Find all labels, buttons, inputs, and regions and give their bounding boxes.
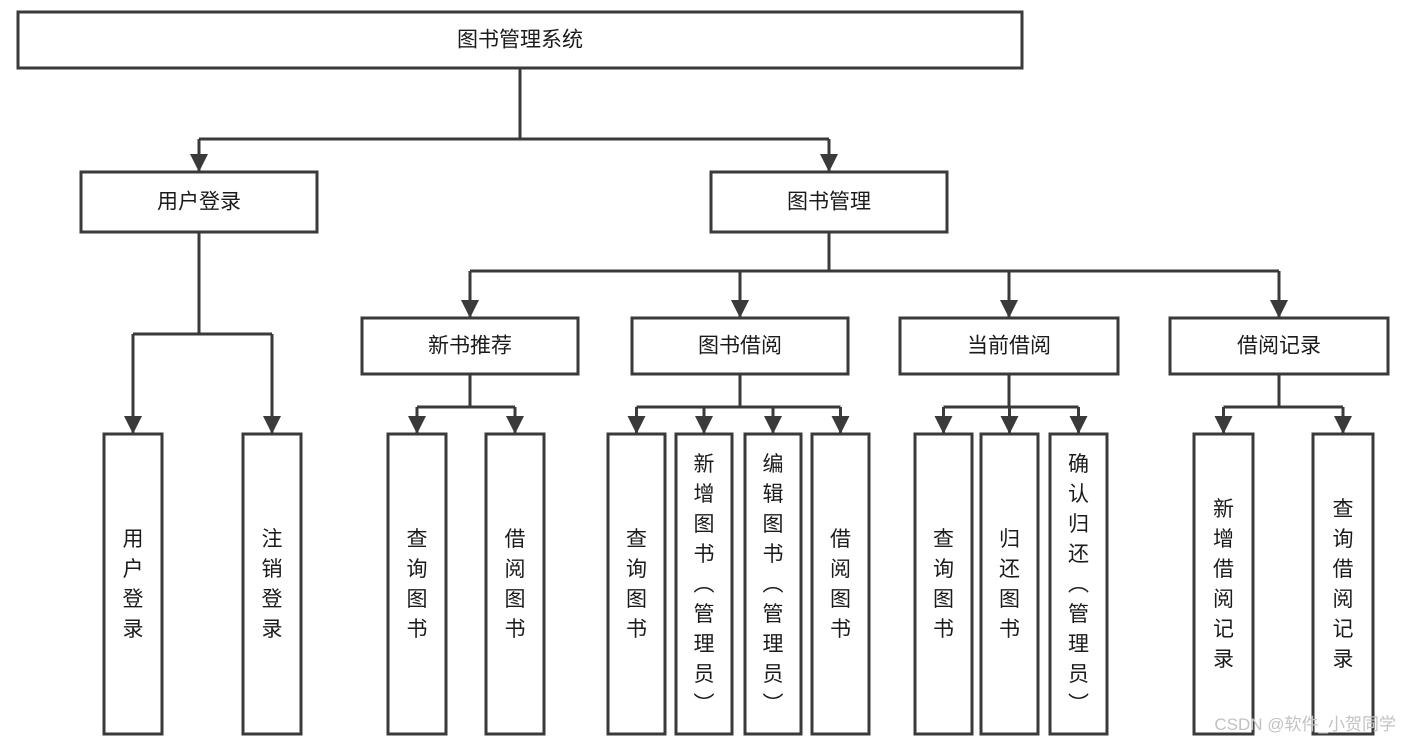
watermark-label: CSDN @软件_小贺同学 [1214,715,1396,734]
arrow-head-leaf-add-borrow-record [1214,416,1233,434]
node-book-borrow[interactable]: 图书借阅 [630,316,850,376]
node-label-leaf-edit-book: 编辑图书︵管理员︶ [763,453,784,716]
arrow-head-leaf-return-book [1000,416,1019,434]
node-leaf-confirm-return[interactable]: 确认归还︵管理员︶ [1048,432,1109,736]
node-box-leaf-query-book-recommend [386,432,448,736]
node-label-leaf-query-book-current: 查询图书 [933,528,954,641]
arrow-head-leaf-query-book-borrow [627,416,646,434]
node-box-leaf-user-login [102,432,164,736]
node-user-login[interactable]: 用户登录 [79,170,319,234]
arrow-head-leaf-add-book [695,416,713,434]
arrow-head-current-borrow [1000,300,1018,318]
node-leaf-borrow-book[interactable]: 借阅图书 [810,432,871,736]
node-label-leaf-return-book: 归还图书 [999,528,1020,641]
node-leaf-query-book-recommend[interactable]: 查询图书 [386,432,448,736]
node-leaf-query-book-current[interactable]: 查询图书 [913,432,974,736]
node-leaf-user-login[interactable]: 用户登录 [102,432,164,736]
node-box-user-login [79,170,319,234]
node-box-leaf-query-book-borrow [606,432,667,736]
arrow-head-book-management [820,154,838,172]
node-label-book-borrow: 图书借阅 [698,335,782,358]
node-label-new-book-recommend: 新书推荐 [428,335,512,358]
node-box-leaf-return-book [979,432,1040,736]
node-label-root: 图书管理系统 [457,29,583,52]
node-box-leaf-borrow-book-recommend [484,432,546,736]
node-leaf-edit-book[interactable]: 编辑图书︵管理员︶ [743,432,803,736]
node-box-root [16,10,1024,70]
node-label-leaf-add-borrow-record: 新增借阅记录 [1213,498,1234,671]
node-leaf-add-book[interactable]: 新增图书︵管理员︶ [674,432,734,736]
node-box-new-book-recommend [360,316,580,376]
node-leaf-logout[interactable]: 注销登录 [241,432,303,736]
node-box-leaf-confirm-return [1048,432,1109,736]
node-label-leaf-logout: 注销登录 [262,528,283,641]
node-label-leaf-query-book-borrow: 查询图书 [626,528,647,641]
arrow-head-leaf-logout [263,416,281,434]
node-leaf-borrow-book-recommend[interactable]: 借阅图书 [484,432,546,736]
node-leaf-query-borrow-record[interactable]: 查询借阅记录 [1311,432,1375,736]
node-label-book-management: 图书管理 [787,191,871,214]
node-label-leaf-user-login: 用户登录 [123,528,144,641]
node-label-leaf-borrow-book: 借阅图书 [830,528,851,641]
node-box-book-management [709,170,949,234]
node-box-leaf-query-borrow-record [1311,432,1375,736]
node-box-book-borrow [630,316,850,376]
arrow-head-leaf-query-book-current [934,416,953,434]
node-box-leaf-edit-book [743,432,803,736]
node-label-leaf-add-book: 新增图书︵管理员︶ [694,453,715,716]
node-label-user-login: 用户登录 [157,191,241,214]
node-root[interactable]: 图书管理系统 [16,10,1024,70]
node-label-leaf-borrow-book-recommend: 借阅图书 [505,528,526,641]
node-box-leaf-add-borrow-record [1192,432,1255,736]
node-box-leaf-query-book-current [913,432,974,736]
arrow-head-new-book-recommend [461,300,479,318]
node-leaf-add-borrow-record[interactable]: 新增借阅记录 [1192,432,1255,736]
node-leaf-return-book[interactable]: 归还图书 [979,432,1040,736]
arrow-head-borrow-record [1270,300,1288,318]
arrow-head-leaf-confirm-return [1069,416,1088,434]
node-box-borrow-record [1168,316,1390,376]
node-label-leaf-query-book-recommend: 查询图书 [407,528,428,641]
node-label-leaf-query-borrow-record: 查询借阅记录 [1333,498,1354,671]
arrow-head-leaf-user-login [124,416,142,434]
node-leaf-query-book-borrow[interactable]: 查询图书 [606,432,667,736]
node-layer: 图书管理系统用户登录图书管理新书推荐图书借阅当前借阅借阅记录用户登录注销登录查询… [16,10,1390,736]
arrow-head-book-borrow [731,300,749,318]
node-box-current-borrow [898,316,1120,376]
node-label-leaf-confirm-return: 确认归还︵管理员︶ [1068,453,1089,716]
arrow-head-leaf-borrow-book [831,416,850,434]
arrow-head-leaf-query-borrow-record [1334,416,1352,434]
node-borrow-record[interactable]: 借阅记录 [1168,316,1390,376]
node-box-leaf-logout [241,432,303,736]
node-box-leaf-add-book [674,432,734,736]
arrow-head-leaf-query-book-recommend [408,416,426,434]
node-label-current-borrow: 当前借阅 [967,335,1051,358]
node-new-book-recommend[interactable]: 新书推荐 [360,316,580,376]
arrow-head-leaf-edit-book [764,416,782,434]
connector-layer [124,68,1352,434]
node-label-borrow-record: 借阅记录 [1237,335,1321,358]
arrow-head-leaf-borrow-book-recommend [506,416,524,434]
arrow-head-user-login [190,154,208,172]
node-book-management[interactable]: 图书管理 [709,170,949,234]
node-box-leaf-borrow-book [810,432,871,736]
node-current-borrow[interactable]: 当前借阅 [898,316,1120,376]
